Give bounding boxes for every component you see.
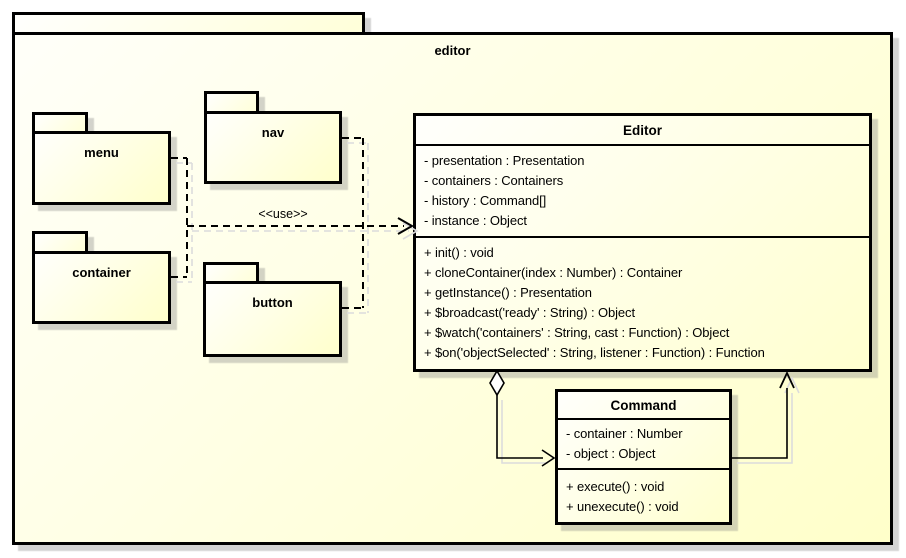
package-label-button: button: [252, 295, 293, 310]
attribute-item: - container : Number: [566, 426, 683, 441]
use-stereotype-label: <<use>>: [258, 207, 308, 221]
package-body-container: container: [32, 251, 171, 324]
attribute-item: - object : Object: [566, 446, 656, 461]
method-item: + execute() : void: [566, 479, 665, 494]
class-command-attributes: - container : Number - object : Object: [558, 418, 729, 468]
package-label-container: container: [72, 265, 131, 280]
package-body-nav: nav: [204, 111, 342, 184]
package-label-menu: menu: [84, 145, 119, 160]
method-item: + cloneContainer(index : Number) : Conta…: [424, 265, 683, 280]
method-item: + init() : void: [424, 245, 494, 260]
package-label-editor: editor: [434, 43, 471, 58]
method-item: + unexecute() : void: [566, 499, 679, 514]
class-editor-title: Editor: [623, 123, 662, 138]
class-editor-methods: + init() : void + cloneContainer(index : …: [416, 236, 869, 369]
package-body-button: button: [203, 281, 342, 357]
package-label-nav: nav: [261, 125, 285, 140]
class-command: Command - container : Number - object : O…: [555, 389, 732, 525]
method-item: + getInstance() : Presentation: [424, 285, 592, 300]
method-item: + $watch('containers' : String, cast : F…: [424, 325, 730, 340]
method-item: + $on('objectSelected' : String, listene…: [424, 345, 765, 360]
attribute-item: - containers : Containers: [424, 173, 564, 188]
class-editor: Editor - presentation : Presentation - co…: [413, 113, 872, 372]
attribute-item: - instance : Object: [424, 213, 527, 228]
class-command-title: Command: [610, 398, 677, 413]
attribute-item: - history : Command[]: [424, 193, 547, 208]
class-command-methods: + execute() : void + unexecute() : void: [558, 468, 729, 522]
attribute-item: - presentation : Presentation: [424, 153, 585, 168]
method-item: + $broadcast('ready' : String) : Object: [424, 305, 635, 320]
package-body-menu: menu: [32, 131, 171, 205]
class-editor-attributes: - presentation : Presentation - container…: [416, 144, 869, 236]
